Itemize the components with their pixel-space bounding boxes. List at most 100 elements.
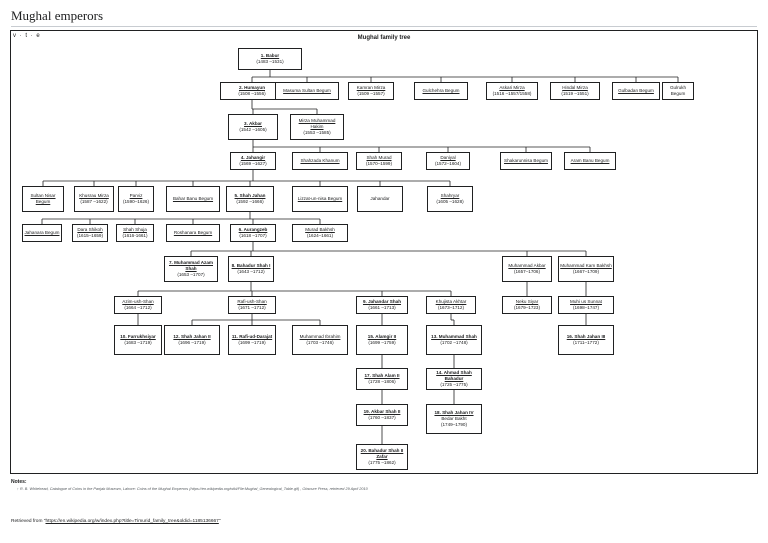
node-name[interactable]: Murad Bakhsh xyxy=(305,226,335,232)
node-name[interactable]: 16. Shah Jahan III xyxy=(566,333,606,339)
node-dates: (1760 –1837) xyxy=(368,415,396,420)
node-dates: (1509 –1557) xyxy=(357,91,385,96)
node-name[interactable]: Bahar Banu Begum xyxy=(172,195,214,201)
node-name[interactable]: Mirza Muhammad Hakim xyxy=(298,117,336,129)
node-name[interactable]: Gulchehra Begum xyxy=(422,87,460,93)
node-dates: (1592 –1666) xyxy=(236,199,264,204)
node-dates: (1711–1772) xyxy=(573,340,599,345)
node-name[interactable]: 6. Aurangzeb xyxy=(238,226,268,232)
node-name[interactable]: 19. Akbar Shah II xyxy=(363,408,401,414)
node-name[interactable]: 9. Jahandar Shah xyxy=(362,298,402,304)
retrieved-link[interactable]: https://en.wikipedia.org/w/index.php?tit… xyxy=(45,519,219,524)
node-name[interactable]: Masuma Sultan Begum xyxy=(283,87,331,93)
node-name[interactable]: 2. Humayun xyxy=(238,84,266,90)
tree-node-muradbakhsh: Murad Bakhsh(1624–1661) xyxy=(292,224,348,242)
node-name[interactable]: Lizzat-un-nisa Begum xyxy=(297,195,343,201)
node-name[interactable]: Kamran Mirza xyxy=(356,84,386,90)
tree-node-gulrukh: Gulrukh Begum xyxy=(662,82,694,100)
node-name[interactable]: 5. Shah Jahan xyxy=(234,192,266,198)
node-name[interactable]: Shakarunnisa Begum xyxy=(504,157,548,163)
node-name[interactable]: 1. Babur xyxy=(260,52,280,58)
tree-node-bahadur2: 20. Bahadur Shah II Zafar(1775 –1862) xyxy=(356,444,408,470)
node-name[interactable]: Rafi-ush-Shan xyxy=(237,298,267,304)
tree-node-parviz: Parviz(1590–1626) xyxy=(118,186,154,212)
node-dates: (1483 –1531) xyxy=(256,59,284,64)
node-dates: (1590–1626) xyxy=(122,199,150,204)
vte-links[interactable]: v · t · e xyxy=(13,33,41,39)
node-dates: (1749–1790) xyxy=(440,422,468,428)
node-dates: (1657–1706) xyxy=(513,269,541,274)
node-name[interactable]: 13. Muhammad Shah xyxy=(431,333,477,339)
node-dates: (1643 –1712) xyxy=(237,269,265,274)
tree-node-alamgir2: 15. Alamgir II(1699 –1759) xyxy=(356,325,408,355)
node-name[interactable]: Shah Murad xyxy=(366,154,392,160)
node-name[interactable]: Askari Mirza xyxy=(499,84,525,90)
node-name[interactable]: Aram Banu Begum xyxy=(570,157,610,163)
node-name[interactable]: Azim-ush-Shan xyxy=(122,298,154,304)
node-name[interactable]: Muhi us Sunnat xyxy=(570,298,602,304)
node-name: Gulrukh Begum xyxy=(669,84,687,96)
tree-node-shahryar: Shahryar(1605 –1628) xyxy=(427,186,473,212)
node-dates: (1699 –1759) xyxy=(368,340,396,345)
node-name[interactable]: Muhammad Kam Bakhsh xyxy=(560,262,612,268)
node-dates: (1618 –1707) xyxy=(239,233,267,238)
node-name[interactable]: 20. Bahadur Shah II Zafar xyxy=(360,447,404,459)
tree-node-akbar2: Muhammad Akbar(1657–1706) xyxy=(502,256,552,282)
page-title: Mughal emperors xyxy=(11,8,104,23)
node-dates: (1728 –1806) xyxy=(368,379,396,384)
tree-node-jahangir: 4. Jahangir(1569 –1627) xyxy=(230,152,276,170)
tree-node-farrukhsiyar: 10. Farrukhsiyar(1683 –1719) xyxy=(114,325,162,355)
node-dates: (1696 –1719) xyxy=(178,340,206,345)
node-name[interactable]: Hindal Mirza xyxy=(562,84,588,90)
node-name[interactable]: Khusrau Mirza xyxy=(79,192,109,198)
node-dates: (1661 –1713) xyxy=(368,305,396,310)
retrieved-from: Retrieved from "https://en.wikipedia.org… xyxy=(11,519,221,524)
node-dates: (1775 –1862) xyxy=(368,460,396,466)
node-name[interactable]: Parviz xyxy=(129,192,143,198)
tree-node-hindal: Hindal Mirza(1519 –1551) xyxy=(550,82,600,100)
node-dates: (1673–1712) xyxy=(437,305,465,310)
node-name[interactable]: 11. Rafi-ud-Darajat xyxy=(231,333,273,339)
node-name[interactable]: Jahanara Begum xyxy=(24,229,60,235)
node-name[interactable]: Sultan Nisar Begum xyxy=(30,192,56,204)
node-name[interactable]: Shahryar xyxy=(440,192,460,198)
family-tree-frame xyxy=(10,30,758,474)
node-name[interactable]: 18. Shah Jahan IV xyxy=(434,409,474,415)
tree-node-askari: Askari Mirza(1516 –1557/1558) xyxy=(486,82,538,100)
tree-node-shahalam2: 17. Shah Alam II(1728 –1806) xyxy=(356,368,408,390)
notes-text: ↑ R. B. Whitehead, Catalogue of Coins in… xyxy=(17,487,368,491)
tree-node-hakim: Mirza Muhammad Hakim(1553 –1585) xyxy=(290,114,344,140)
node-name[interactable]: Khujista Akhtar xyxy=(435,298,467,304)
node-name[interactable]: 15. Alamgir II xyxy=(367,333,397,339)
tree-node-gulbadan: Gulbadan Begum xyxy=(612,82,660,100)
node-name[interactable]: 12. Shah Jahan II xyxy=(173,333,211,339)
node-name[interactable]: Shahzada Khanum xyxy=(300,157,340,163)
node-name[interactable]: Shah Shuja xyxy=(123,226,147,232)
node-dates: (1702 –1748) xyxy=(440,340,468,345)
node-name[interactable]: Dara Shikoh xyxy=(77,226,103,232)
node-name[interactable]: Muhammad Akbar xyxy=(508,262,546,268)
node-name[interactable]: 10. Farrukhsiyar xyxy=(120,333,156,339)
node-dates: (1615–1659) xyxy=(76,233,104,238)
tree-node-gulchehra: Gulchehra Begum xyxy=(414,82,468,100)
node-dates: (1572–1604) xyxy=(434,161,462,166)
node-name[interactable]: 14. Ahmad Shah Bahadur xyxy=(436,369,472,381)
node-name[interactable]: Muhammad Ibrahim xyxy=(299,333,341,339)
node-name[interactable]: 3. Akbar xyxy=(244,120,262,126)
node-name[interactable]: 7. Muhammad Azam Shah xyxy=(169,259,213,271)
node-dates: (1699 –1719) xyxy=(238,340,266,345)
tree-node-jahanara: Jahanara Begum xyxy=(22,224,62,242)
node-name[interactable]: Daniyal xyxy=(440,154,456,160)
tree-node-akbar: 3. Akbar(1542 –1605) xyxy=(228,114,278,140)
node-name[interactable]: Neku Siyar xyxy=(515,298,539,304)
node-name[interactable]: Roshanara Begum xyxy=(173,229,213,235)
node-name[interactable]: 4. Jahangir xyxy=(240,154,266,160)
tree-node-nekusiyar: Neku Siyar(1679–1723) xyxy=(502,296,552,314)
node-name[interactable]: 17. Shah Alam II xyxy=(364,372,400,378)
tree-node-kamran: Kamran Mirza(1509 –1557) xyxy=(348,82,394,100)
tree-node-babur: 1. Babur(1483 –1531) xyxy=(238,48,302,70)
node-name[interactable]: Gulbadan Begum xyxy=(618,87,654,93)
tree-node-akbar2b: 19. Akbar Shah II(1760 –1837) xyxy=(356,404,408,426)
node-name[interactable]: 8. Bahadur Shah I xyxy=(231,262,271,268)
